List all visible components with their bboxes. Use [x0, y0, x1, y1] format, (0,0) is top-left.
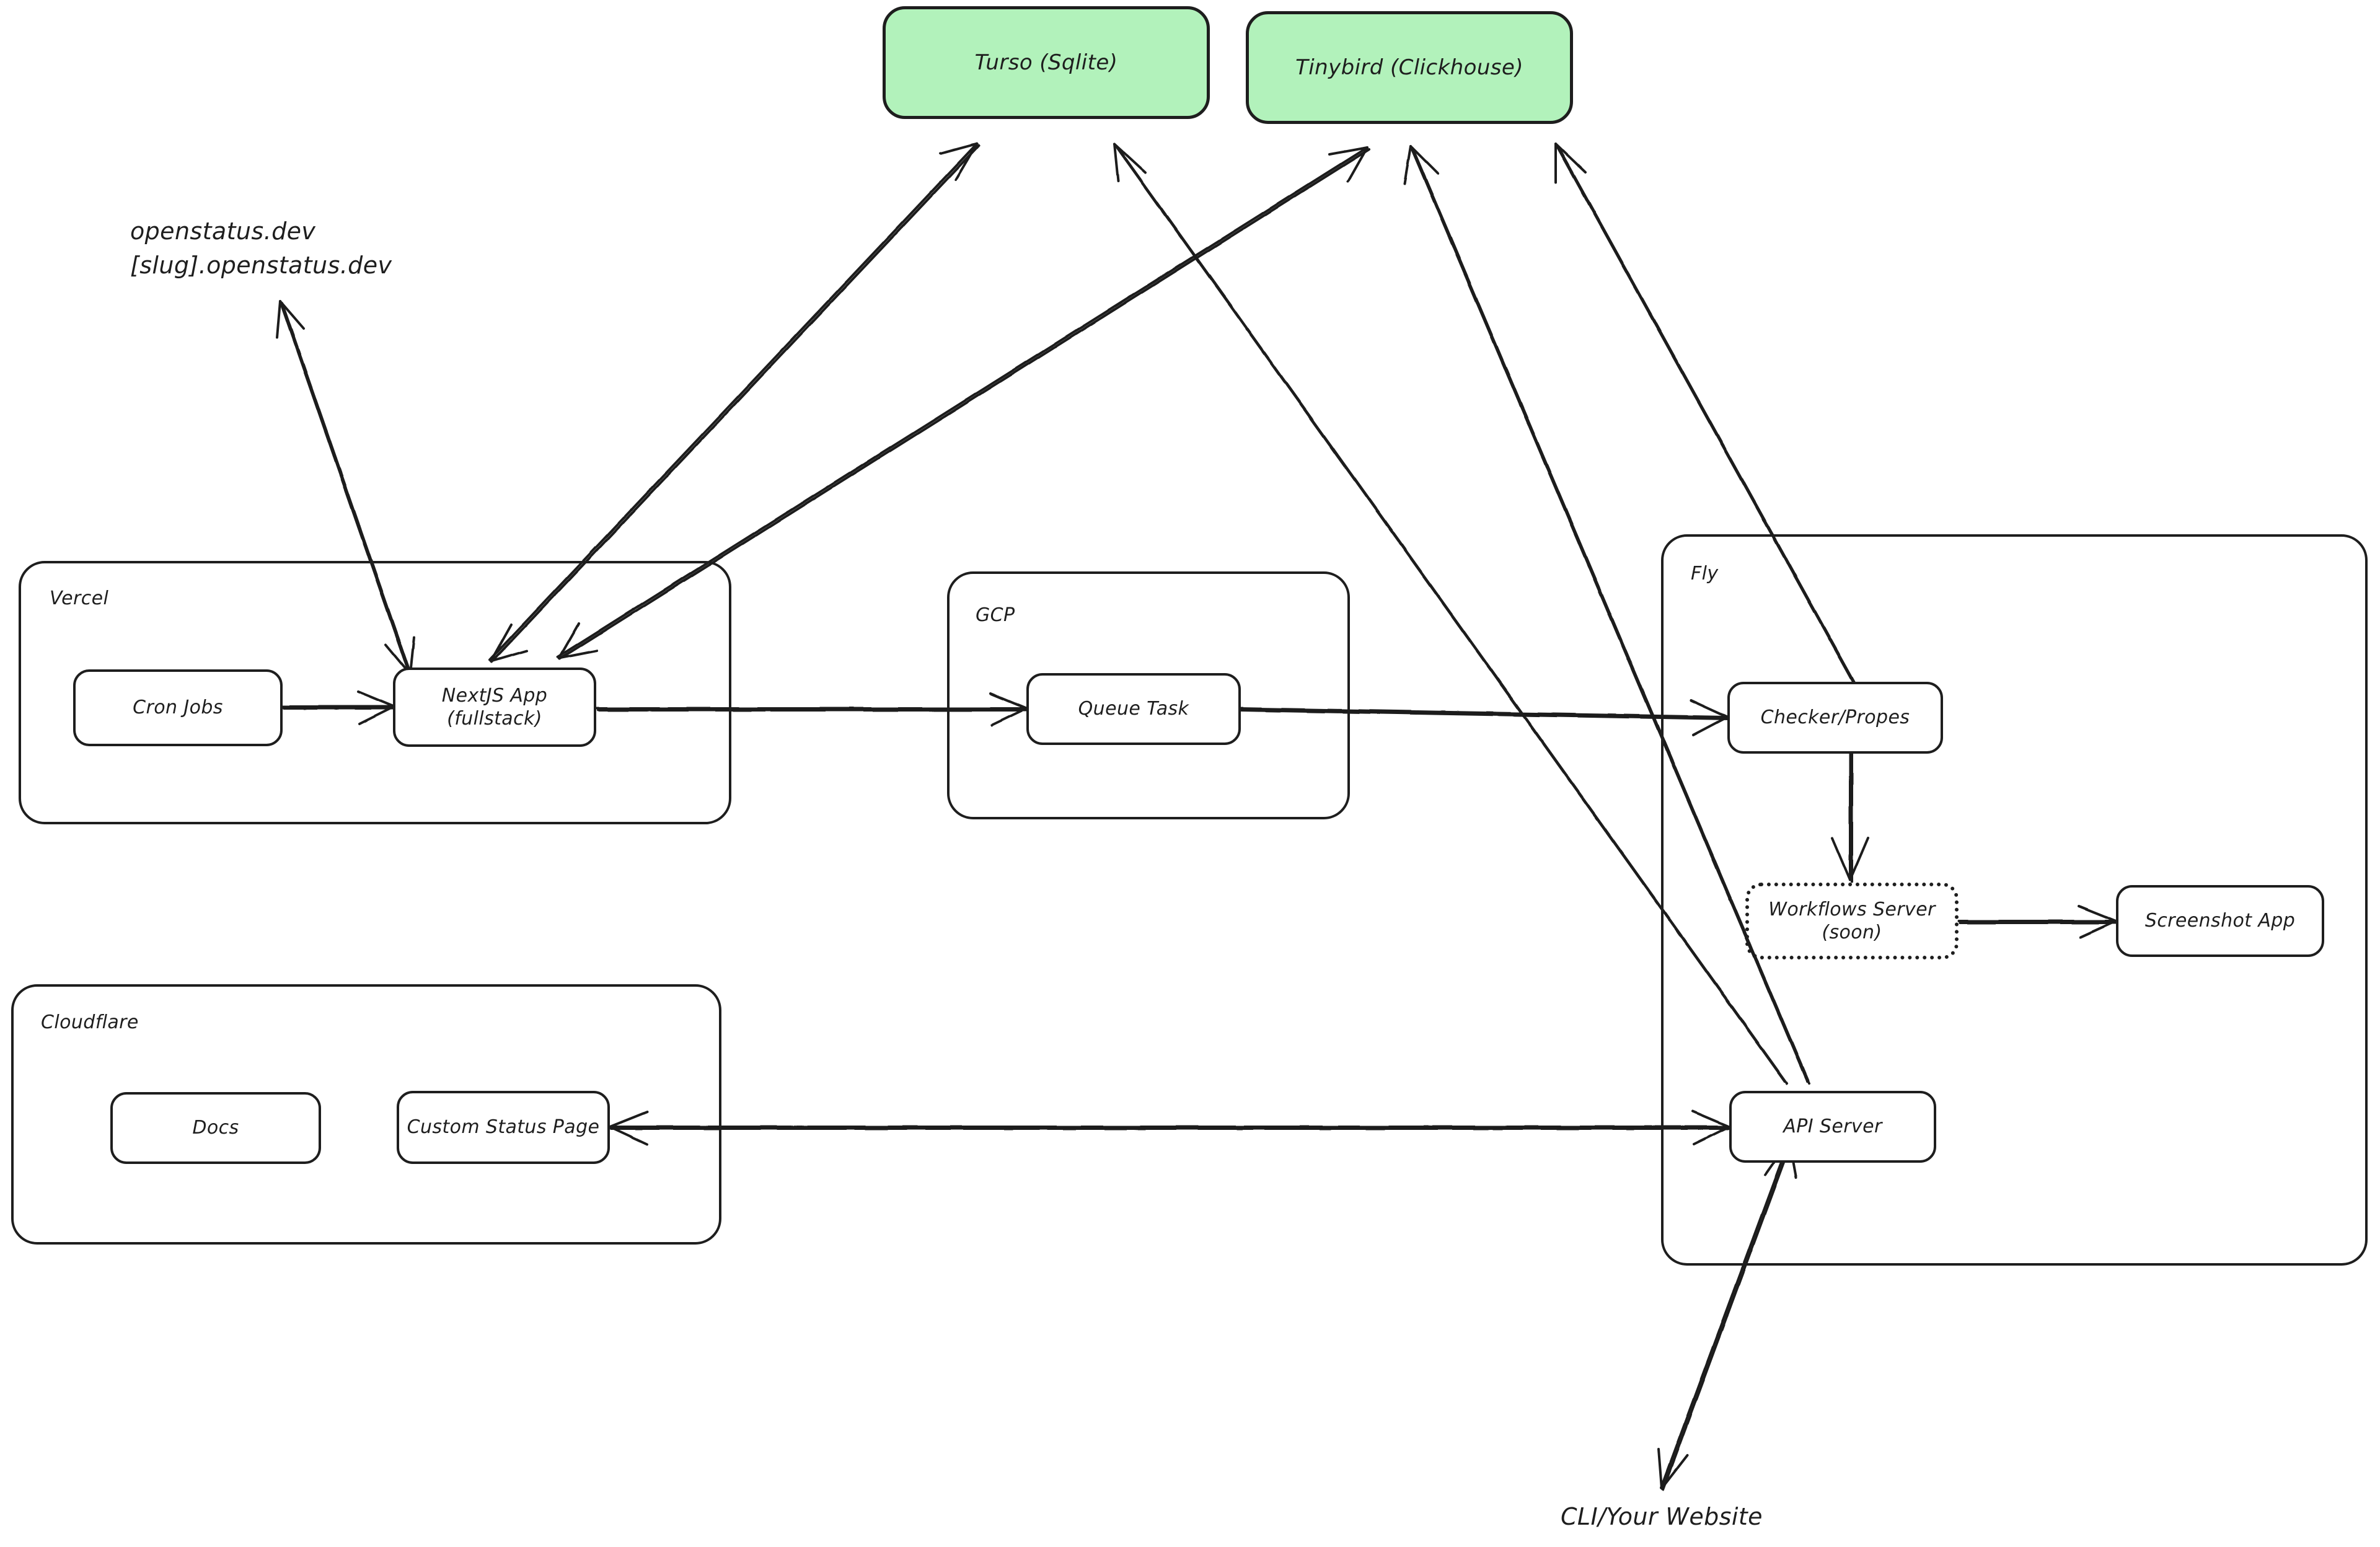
node-docs[interactable]: Docs: [110, 1092, 321, 1164]
node-nextjs-app[interactable]: NextJS App (fullstack): [393, 668, 596, 747]
edge-queue-checker: [1238, 699, 1730, 736]
edge-api-status: [609, 1110, 1732, 1145]
edge-api-turso: [1113, 143, 1788, 1085]
edge-api-tinybird: [1403, 145, 1810, 1085]
node-workflows-server-label: Workflows Server (soon): [1768, 898, 1936, 944]
group-vercel: [19, 561, 731, 824]
label-cli-your-website: CLI/Your Website: [1561, 1503, 1763, 1530]
group-fly-label: Fly: [1691, 563, 1719, 584]
group-fly: [1661, 534, 2368, 1266]
group-cloudflare-label: Cloudflare: [41, 1011, 139, 1033]
group-gcp-label: GCP: [976, 604, 1015, 626]
label-openstatus-domains: openstatus.dev [slug].openstatus.dev: [130, 218, 392, 280]
node-turso[interactable]: Turso (Sqlite): [883, 6, 1210, 119]
node-custom-status-page[interactable]: Custom Status Page: [397, 1091, 610, 1164]
edge-nextjs-queue: [596, 692, 1029, 726]
node-queue-task[interactable]: Queue Task: [1026, 673, 1241, 745]
node-workflows-server[interactable]: Workflows Server (soon): [1745, 883, 1959, 959]
edge-cron-nextjs: [281, 690, 397, 725]
node-tinybird[interactable]: Tinybird (Clickhouse): [1246, 11, 1573, 124]
node-screenshot-app[interactable]: Screenshot App: [2116, 885, 2324, 957]
edge-checker-tinybird: [1554, 143, 1856, 685]
edge-workflows-screenshot: [1957, 905, 2118, 938]
edge-api-cli: [1657, 1139, 1797, 1491]
edge-nextjs-tinybird: [557, 146, 1370, 660]
group-vercel-label: Vercel: [50, 588, 109, 609]
node-checker-propes[interactable]: Checker/Propes: [1727, 682, 1943, 754]
edge-checker-workflows: [1831, 743, 1869, 883]
node-api-server[interactable]: API Server: [1729, 1091, 1936, 1163]
group-cloudflare: [11, 984, 721, 1245]
node-nextjs-app-label: NextJS App (fullstack): [441, 684, 548, 730]
group-gcp: [947, 571, 1350, 819]
node-cron-jobs[interactable]: Cron Jobs: [73, 669, 283, 746]
edge-nextjs-turso: [488, 143, 980, 663]
